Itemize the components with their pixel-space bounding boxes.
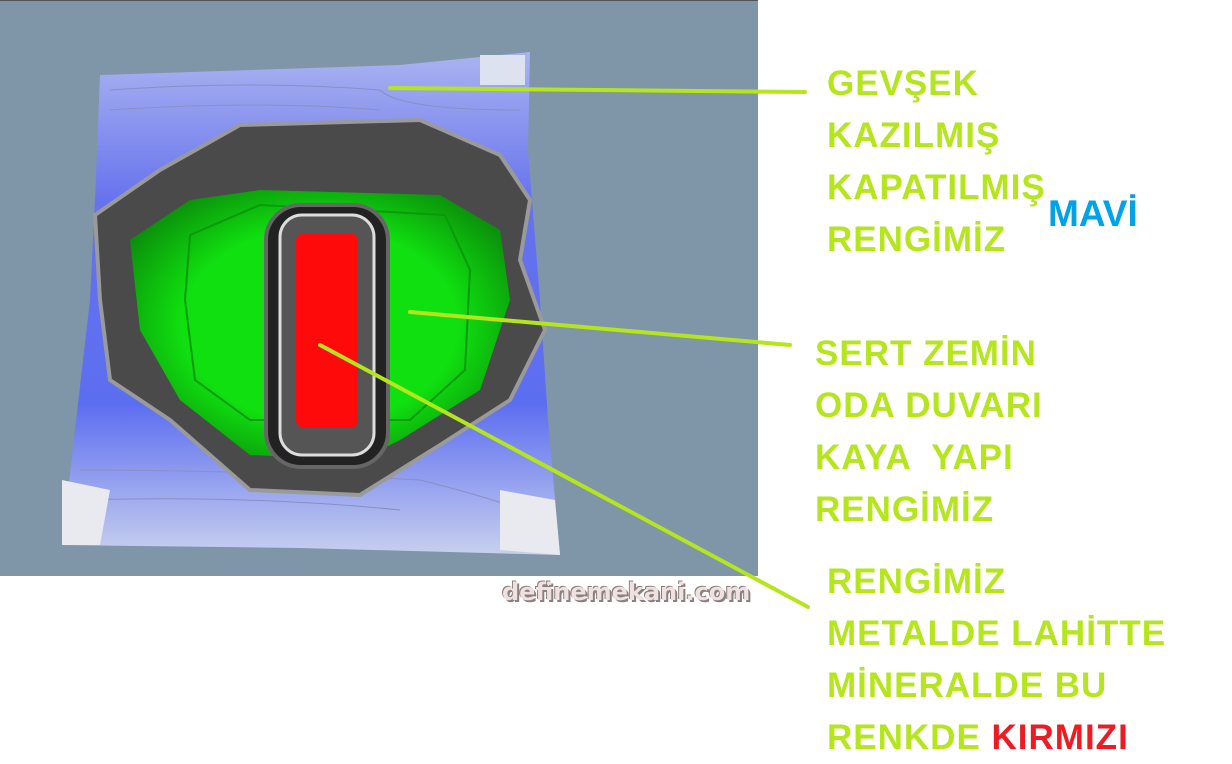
label-line: METALDE LAHİTTE bbox=[827, 614, 1167, 653]
contour-lines bbox=[62, 55, 560, 555]
label-line: RENKDE KIRMIZI bbox=[827, 712, 1166, 764]
label-line: MİNERALDE BU bbox=[827, 666, 1108, 705]
pointer-line-loose-soil bbox=[388, 86, 807, 94]
label-prefix: RENKDE bbox=[827, 718, 992, 757]
label-line: KAZILMIŞ bbox=[827, 116, 1001, 155]
label-line: ODA DUVARI bbox=[815, 386, 1043, 425]
label-line: RENGİMİZ bbox=[827, 562, 1007, 601]
watermark: definemekani.com bbox=[502, 578, 751, 606]
label-metal: RENGİMİZ METALDE LAHİTTE MİNERALDE BU RE… bbox=[827, 556, 1166, 764]
metal-target-region bbox=[296, 233, 358, 428]
label-line: KAPATILMIŞ bbox=[827, 168, 1046, 207]
pointer-line-hard-ground bbox=[408, 310, 792, 347]
label-line: GEVŞEK bbox=[827, 64, 979, 103]
color-word-blue: MAVİ bbox=[1048, 193, 1138, 234]
label-line: RENGİMİZ bbox=[815, 490, 995, 529]
color-word-red: KIRMIZI bbox=[991, 718, 1129, 757]
label-line: SERT ZEMİN bbox=[815, 334, 1037, 373]
label-hard-ground: SERT ZEMİN ODA DUVARI KAYA YAPI RENGİMİZ bbox=[815, 328, 1043, 536]
label-line: RENGİMİZ bbox=[827, 220, 1007, 259]
label-line: KAYA YAPI bbox=[815, 438, 1014, 477]
pointer-line-metal bbox=[318, 343, 810, 609]
label-loose-soil: GEVŞEK KAZILMIŞ KAPATILMIŞ RENGİMİZ bbox=[827, 58, 1046, 266]
